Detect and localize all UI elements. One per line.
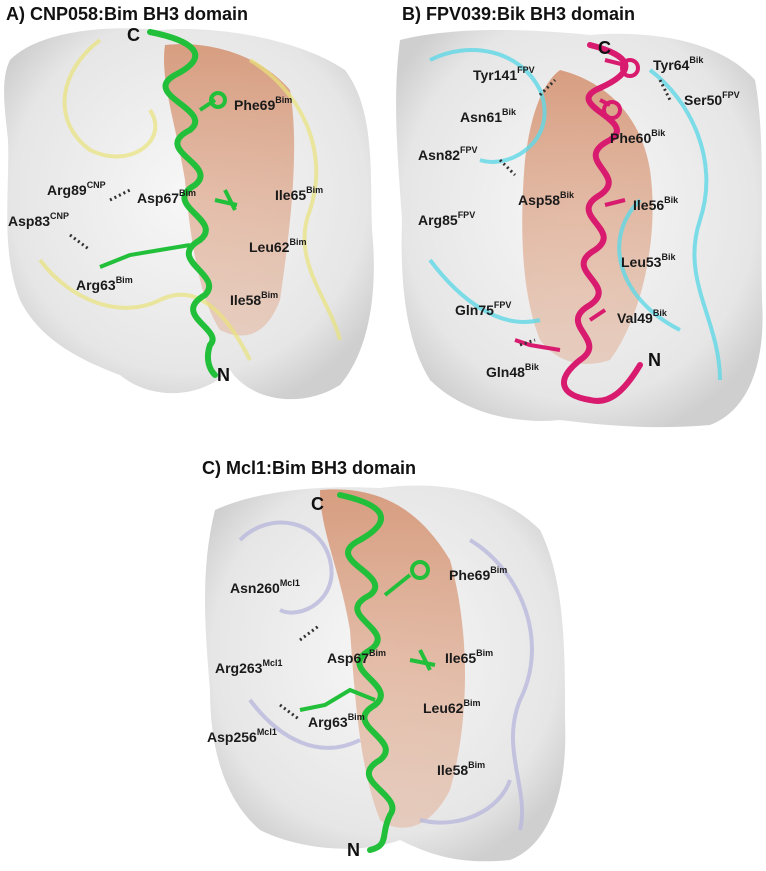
- bik-sidechains: [514, 58, 640, 352]
- residue-label: Asp67Bim: [137, 188, 197, 206]
- residue-label: Asn61Bik: [460, 107, 517, 125]
- residue-label: Leu53Bik: [621, 252, 676, 270]
- residue-label: Asp67Bim: [327, 648, 387, 666]
- residue-label: Arg63Bim: [76, 275, 133, 293]
- panel-a-n-terminus: N: [217, 365, 230, 385]
- panel-b-c-terminus: C: [598, 38, 611, 58]
- residue-label: Phe69Bim: [449, 565, 508, 583]
- panel-a-c-terminus: C: [127, 25, 140, 45]
- residue-label: Asp256Mcl1: [207, 727, 277, 745]
- mcl1-ribbon: [238, 520, 534, 831]
- panel-b-surface: [396, 30, 763, 428]
- bim-helix-a: [147, 29, 218, 378]
- panel-b-n-terminus: N: [648, 350, 661, 370]
- hbonds-c: [279, 623, 321, 722]
- residue-label: Ile58Bim: [230, 290, 279, 308]
- residue-label: Asn260Mcl1: [230, 578, 300, 596]
- residue-label: Ile58Bim: [437, 760, 486, 778]
- bim-helix-c: [337, 492, 396, 853]
- residue-label: Asp83CNP: [8, 211, 70, 229]
- residue-label: Asn82FPV: [418, 145, 478, 163]
- residue-label: Gln48Bik: [486, 362, 539, 380]
- panel-c-title: C) Mcl1:Bim BH3 domain: [202, 458, 417, 478]
- panel-c-c-terminus: C: [311, 494, 324, 514]
- residue-label: Arg89CNP: [47, 180, 106, 198]
- residue-label: Arg263Mcl1: [215, 658, 283, 676]
- residue-label: Ser50FPV: [684, 90, 740, 108]
- residue-label: Tyr141FPV: [473, 65, 535, 83]
- cnp-ribbon: [38, 38, 342, 361]
- panel-b-title: B) FPV039:Bik BH3 domain: [402, 4, 636, 24]
- panel-c-n-terminus: N: [347, 840, 360, 860]
- residue-label: Ile65Bim: [445, 648, 494, 666]
- hbonds-b: [498, 78, 672, 347]
- residue-label: Arg63Bim: [308, 712, 365, 730]
- residue-label: Phe69Bim: [234, 95, 293, 113]
- residue-label: Ile65Bim: [275, 185, 324, 203]
- residue-label: Gln75FPV: [455, 300, 512, 318]
- residue-label: Val49Bik: [617, 308, 667, 326]
- bim-sidechains-c: [299, 560, 436, 712]
- residue-label: Arg85FPV: [418, 210, 476, 228]
- fpv-ribbon: [428, 48, 722, 381]
- residue-label: Asp58Bik: [518, 190, 575, 208]
- residue-label: Leu62Bim: [423, 698, 481, 716]
- residue-label: Leu62Bim: [249, 237, 307, 255]
- residue-label: Tyr64Bik: [653, 55, 704, 73]
- residue-label: Phe60Bik: [610, 128, 666, 146]
- bim-sidechains-a: [99, 91, 238, 269]
- bik-helix: [561, 42, 643, 404]
- hbonds-a: [69, 188, 131, 252]
- panel-a-title: A) CNP058:Bim BH3 domain: [6, 4, 249, 24]
- residue-label: Ile56Bik: [633, 195, 679, 213]
